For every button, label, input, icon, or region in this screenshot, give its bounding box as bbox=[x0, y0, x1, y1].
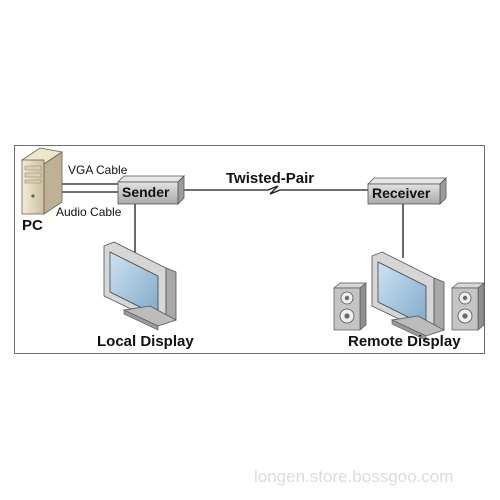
speaker-icon bbox=[333, 282, 367, 331]
sender-label: Sender bbox=[122, 184, 170, 200]
speaker-icon bbox=[451, 282, 485, 331]
watermark: longen.store.bossgoo.com bbox=[254, 467, 454, 486]
crt-monitor-icon bbox=[371, 251, 446, 341]
pc-label: PC bbox=[22, 217, 43, 234]
receiver-label: Receiver bbox=[372, 185, 431, 201]
audio-cable-label: Audio Cable bbox=[56, 205, 122, 219]
crt-monitor-icon bbox=[103, 241, 178, 331]
twisted-pair-link bbox=[180, 185, 368, 195]
pc-tower-icon bbox=[20, 147, 64, 215]
sender-box bbox=[117, 175, 185, 205]
twisted-pair-label: Twisted-Pair bbox=[226, 170, 315, 187]
receiver-box bbox=[367, 177, 447, 205]
pc-cables bbox=[52, 183, 122, 193]
local-display-label: Local Display bbox=[97, 333, 194, 350]
vga-cable-label: VGA Cable bbox=[68, 163, 128, 177]
remote-display-label: Remote Display bbox=[348, 333, 461, 350]
